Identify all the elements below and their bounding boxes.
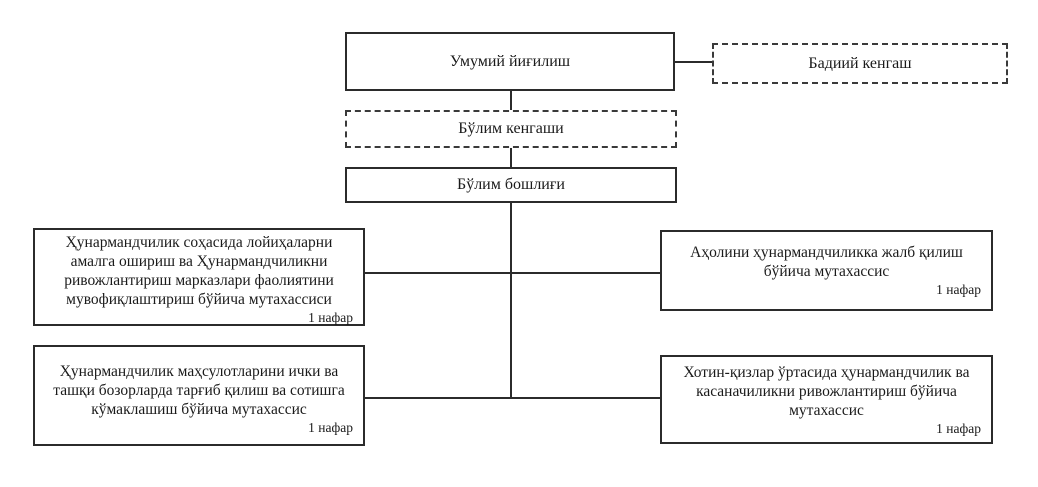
node-department-council: Бўлим кенгаши <box>345 110 677 148</box>
node-specialist-projects-coordination: Ҳунармандчилик соҳасида лойиҳаларни амал… <box>33 228 365 326</box>
headcount: 1 нафар <box>308 309 353 325</box>
node-text-line: кўмаклашиш бўйича мутахассис <box>91 400 307 418</box>
node-text-line: амалга ошириш ва Ҳунармандчиликни <box>70 252 328 270</box>
node-text-line: Ҳунармандчилик маҳсулотларини ички ва <box>59 362 339 380</box>
node-label: Бўлим кенгаши <box>458 120 564 137</box>
connector-main-vertical <box>510 90 512 399</box>
node-specialist-marketing-sales: Ҳунармандчилик маҳсулотларини ички ва та… <box>33 345 365 446</box>
connector-row2-horizontal <box>364 397 661 399</box>
node-text-line: мувофиқлаштириш бўйича мутахассиси <box>66 290 332 308</box>
headcount: 1 нафар <box>308 419 353 435</box>
connector-row1-horizontal <box>364 272 661 274</box>
node-text-line: ривожлантириш марказлари фаолиятини <box>64 271 334 289</box>
node-text-line: Ҳунармандчилик соҳасида лойиҳаларни <box>65 233 333 251</box>
node-text-line: Аҳолини ҳунармандчиликка жалб қилиш <box>690 244 963 261</box>
node-specialist-women-crafts: Хотин-қизлар ўртасида ҳунармандчилик ва … <box>660 355 993 444</box>
node-label: Умумий йиғилиш <box>449 52 571 70</box>
node-text-line: касаначиликни ривожлантириш бўйича <box>696 382 957 400</box>
node-text-line: бўйича мутахассис <box>763 263 890 280</box>
node-text-line: мутахассис <box>789 401 864 419</box>
node-department-head: Бўлим бошлиғи <box>345 167 677 203</box>
node-art-council: Бадиий кенгаш <box>712 43 1008 84</box>
headcount: 1 нафар <box>936 420 981 436</box>
node-text-line: ташқи бозорларда тарғиб қилиш ва сотишга <box>53 381 345 399</box>
node-text-line: Хотин-қизлар ўртасида ҳунармандчилик ва <box>683 363 970 381</box>
headcount: 1 нафар <box>936 282 981 297</box>
node-specialist-population-engagement: Аҳолини ҳунармандчиликка жалб қилиш бўйи… <box>660 230 993 311</box>
node-general-assembly: Умумий йиғилиш <box>345 32 675 91</box>
node-label: Бўлим бошлиғи <box>457 176 565 193</box>
node-label: Бадиий кенгаш <box>808 54 912 72</box>
connector-assembly-to-art-council <box>674 61 713 63</box>
